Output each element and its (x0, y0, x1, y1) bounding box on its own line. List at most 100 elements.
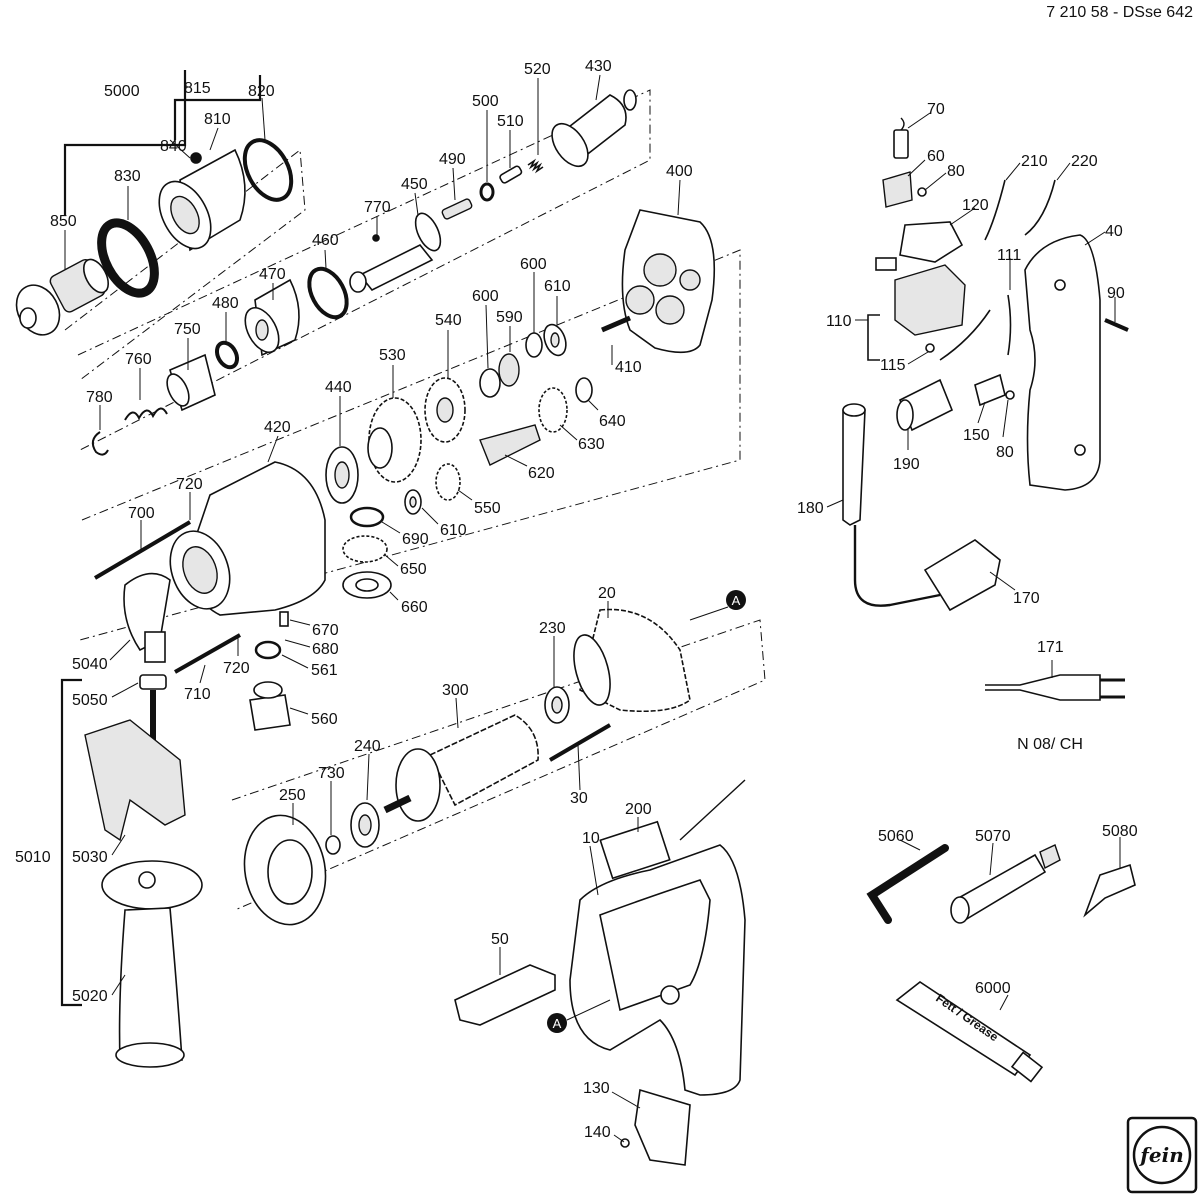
part-label: 6000 (975, 980, 1011, 997)
part-label: 730 (318, 765, 345, 782)
accessories-group: Fett / Grease (866, 844, 1136, 1083)
connector-marker-bottom: A (547, 999, 611, 1033)
part-label: 810 (204, 111, 231, 128)
part-label: 150 (963, 427, 990, 444)
svg-text:fein: fein (1138, 1143, 1183, 1167)
part-label: 410 (615, 359, 642, 376)
part-label: 20 (598, 585, 616, 602)
part-label: 190 (893, 456, 920, 473)
part-label: 5060 (878, 828, 914, 845)
part-label: 560 (311, 711, 338, 728)
part-label: 110 (826, 313, 852, 330)
part-label: 630 (578, 436, 605, 453)
part-label: 80 (996, 444, 1014, 461)
svg-text:A: A (732, 593, 741, 608)
part-label: 760 (125, 351, 152, 368)
part-label: 700 (128, 505, 155, 522)
variant-note: N 08/ CH (1017, 736, 1083, 753)
chuck-sleeve-part (158, 148, 246, 252)
part-label: 710 (184, 686, 211, 703)
part-label: 561 (311, 662, 338, 679)
part-label: 250 (279, 787, 306, 804)
part-label: 680 (312, 641, 339, 658)
gearbox-group (325, 209, 716, 599)
part-label: 610 (544, 278, 571, 295)
part-label: 480 (212, 295, 239, 312)
part-label: 90 (1107, 285, 1125, 302)
keyless-chuck-part (15, 258, 110, 336)
motor-housing-group (454, 779, 746, 1166)
part-label: 690 (402, 531, 429, 548)
part-label: 5050 (72, 692, 108, 709)
part-label: 500 (472, 93, 499, 110)
part-label: 620 (528, 465, 555, 482)
part-label: 750 (174, 321, 201, 338)
part-label: 230 (539, 620, 566, 637)
part-label: 170 (1013, 590, 1040, 607)
part-label: 220 (1071, 153, 1098, 170)
part-label: 10 (582, 830, 600, 847)
part-label: 600 (520, 256, 547, 273)
fein-logo: fein (1126, 1116, 1198, 1194)
part-label: 130 (583, 1080, 610, 1097)
part-label: 140 (584, 1124, 611, 1141)
o-ring-part (242, 138, 294, 202)
part-label: 590 (496, 309, 523, 326)
part-labels: 5000 815 820 810 840 830 850 520 430 500… (15, 58, 1138, 1141)
part-label: 650 (400, 561, 427, 578)
part-label: 5030 (72, 849, 108, 866)
part-label: 5040 (72, 656, 108, 673)
part-label: 820 (248, 83, 275, 100)
gear-housing-group (60, 461, 326, 1068)
part-label: 40 (1105, 223, 1123, 240)
connector-marker-top: A (726, 590, 746, 610)
part-label: 780 (86, 389, 113, 406)
part-label: 640 (599, 413, 626, 430)
part-label: 550 (474, 500, 501, 517)
part-label: 830 (114, 168, 141, 185)
part-label: 60 (927, 148, 945, 165)
part-label: 200 (625, 801, 652, 818)
part-label: 840 (160, 138, 187, 155)
part-label: 770 (364, 199, 391, 216)
part-label: 111 (997, 247, 1021, 264)
part-label: 720 (176, 476, 203, 493)
part-label: 530 (379, 347, 406, 364)
seal-ring-part (97, 218, 159, 298)
part-label: 5080 (1102, 823, 1138, 840)
leader-lines (64, 74, 1121, 1143)
part-label: 5000 (104, 83, 140, 100)
part-label: 171 (1037, 639, 1064, 656)
part-label: 720 (223, 660, 250, 677)
part-label: 600 (472, 288, 499, 305)
svg-text:A: A (553, 1016, 562, 1031)
part-label: 520 (524, 61, 551, 78)
electrical-group (842, 117, 1129, 701)
part-label: 300 (442, 682, 469, 699)
snap-ring-part (479, 182, 495, 202)
part-label: 5070 (975, 828, 1011, 845)
part-label: 510 (497, 113, 524, 130)
spindle-group (91, 89, 637, 456)
part-label: 815 (184, 80, 211, 97)
part-label: 30 (570, 790, 588, 807)
part-label: 5010 (15, 849, 51, 866)
part-label: 450 (401, 176, 428, 193)
part-label: 660 (401, 599, 428, 616)
part-label: 115 (880, 357, 906, 374)
motor-group (243, 606, 729, 926)
part-label: 610 (440, 522, 467, 539)
part-label: 430 (585, 58, 612, 75)
part-label: 420 (264, 419, 291, 436)
part-label: 5020 (72, 988, 108, 1005)
part-label: 400 (666, 163, 693, 180)
part-label: 540 (435, 312, 462, 329)
part-label: 180 (797, 500, 824, 517)
part-label: 670 (312, 622, 339, 639)
part-label: 80 (947, 163, 965, 180)
part-label: 120 (962, 197, 989, 214)
part-label: 240 (354, 738, 381, 755)
assembly-outlines (64, 89, 766, 911)
part-label: 850 (50, 213, 77, 230)
